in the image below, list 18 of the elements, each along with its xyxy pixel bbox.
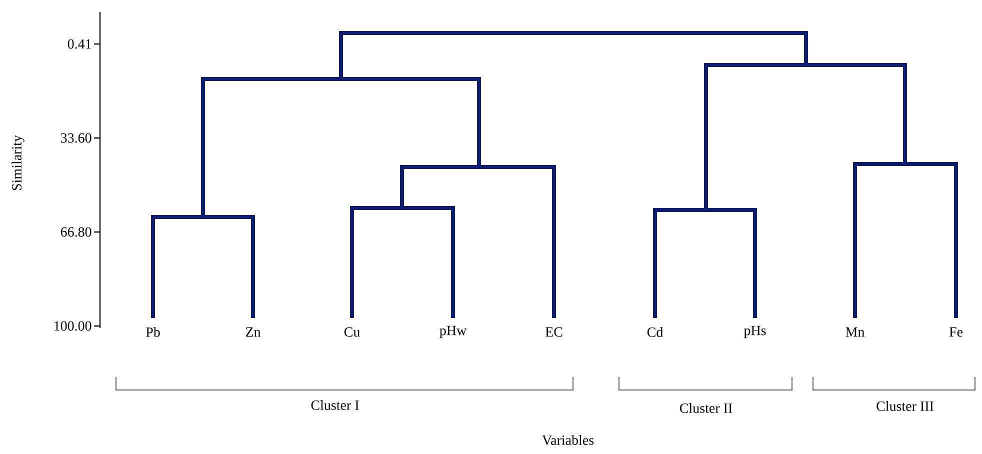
axis-title: Variables — [542, 435, 594, 445]
leaf-label: pHs — [744, 326, 766, 338]
leaf-label: Fe — [949, 327, 962, 337]
leaf-label: pHw — [440, 326, 467, 338]
axis-title: Similarity — [12, 135, 24, 190]
cluster-label: Cluster III — [876, 401, 934, 411]
cluster-label: Cluster II — [680, 403, 732, 413]
tick-label: 100.00 — [54, 321, 92, 331]
leaf-label: Cd — [647, 327, 663, 337]
leaf-label: Mn — [846, 327, 865, 337]
cluster-label: Cluster I — [311, 400, 359, 410]
tick-label: 66.80 — [60, 227, 92, 237]
leaf-label: Pb — [146, 327, 160, 337]
leaf-label: Zn — [246, 327, 261, 337]
tick-label: 33.60 — [60, 133, 92, 143]
leaf-label: EC — [545, 327, 562, 337]
tick-label: 0.41 — [68, 39, 91, 49]
leaf-label: Cu — [344, 327, 360, 337]
